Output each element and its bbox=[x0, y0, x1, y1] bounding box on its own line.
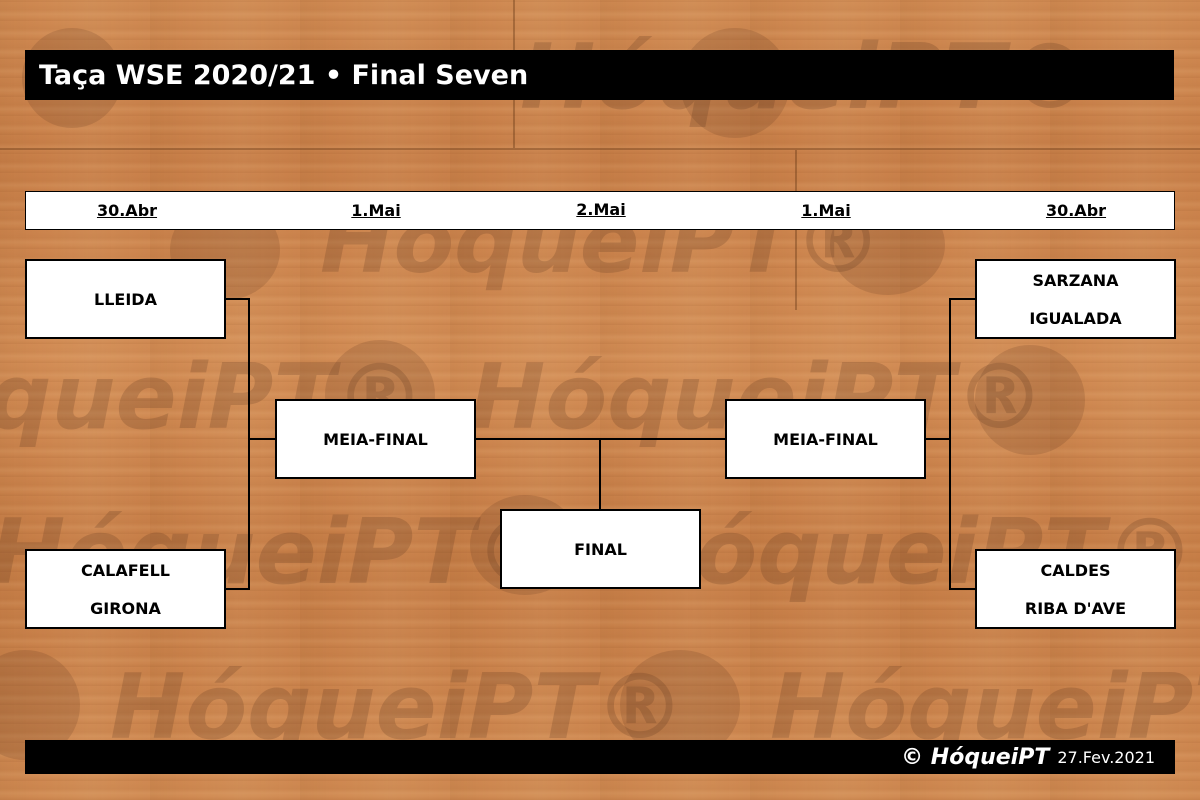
match-box-final: FINAL bbox=[500, 509, 701, 589]
match-box-right-semifinal: MEIA-FINAL bbox=[725, 399, 926, 479]
connector-line bbox=[225, 298, 250, 300]
footer-date: 27.Fev.2021 bbox=[1057, 747, 1155, 767]
round-dates-bar: 30.Abr 1.Mai 2.Mai 1.Mai 30.Abr bbox=[25, 191, 1175, 230]
floor-seam bbox=[795, 150, 797, 310]
footer-brand: © HóqueiPT bbox=[901, 744, 1050, 770]
team-name: CALAFELL bbox=[81, 560, 170, 580]
date-right-quarterfinal: 30.Abr bbox=[1045, 201, 1107, 220]
match-box-left-quarterfinal-top: LLEIDA bbox=[25, 259, 226, 339]
round-label: MEIA-FINAL bbox=[773, 429, 878, 449]
connector-line bbox=[248, 298, 250, 590]
date-final: 2.Mai bbox=[576, 200, 626, 219]
match-box-left-quarterfinal-bottom: CALAFELL GIRONA bbox=[25, 549, 226, 629]
connector-line bbox=[949, 298, 951, 590]
connector-line bbox=[599, 438, 601, 510]
title-bar: Taça WSE 2020/21 • Final Seven bbox=[25, 50, 1174, 100]
team-name: CALDES bbox=[1040, 560, 1111, 580]
footer-bar: © HóqueiPT 27.Fev.2021 bbox=[25, 740, 1175, 774]
round-label: FINAL bbox=[574, 539, 627, 559]
connector-line bbox=[950, 588, 975, 590]
match-box-left-semifinal: MEIA-FINAL bbox=[275, 399, 476, 479]
match-box-right-quarterfinal-bottom: CALDES RIBA D'AVE bbox=[975, 549, 1176, 629]
watermark-logo-circle bbox=[975, 345, 1085, 455]
team-name: RIBA D'AVE bbox=[1024, 598, 1127, 618]
team-name: SARZANA bbox=[1032, 270, 1119, 290]
match-box-right-quarterfinal-top: SARZANA IGUALADA bbox=[975, 259, 1176, 339]
page-title: Taça WSE 2020/21 • Final Seven bbox=[39, 59, 529, 91]
team-name: IGUALADA bbox=[1029, 308, 1122, 328]
round-label: MEIA-FINAL bbox=[323, 429, 428, 449]
connector-line bbox=[225, 588, 250, 590]
date-left-semifinal: 1.Mai bbox=[351, 201, 401, 220]
team-name: LLEIDA bbox=[94, 289, 157, 309]
floor-seam bbox=[0, 148, 1200, 150]
connector-line bbox=[925, 438, 950, 440]
connector-line bbox=[248, 438, 275, 440]
team-name: GIRONA bbox=[90, 598, 161, 618]
connector-line bbox=[950, 298, 975, 300]
date-right-semifinal: 1.Mai bbox=[801, 201, 851, 220]
date-left-quarterfinal: 30.Abr bbox=[96, 201, 158, 220]
